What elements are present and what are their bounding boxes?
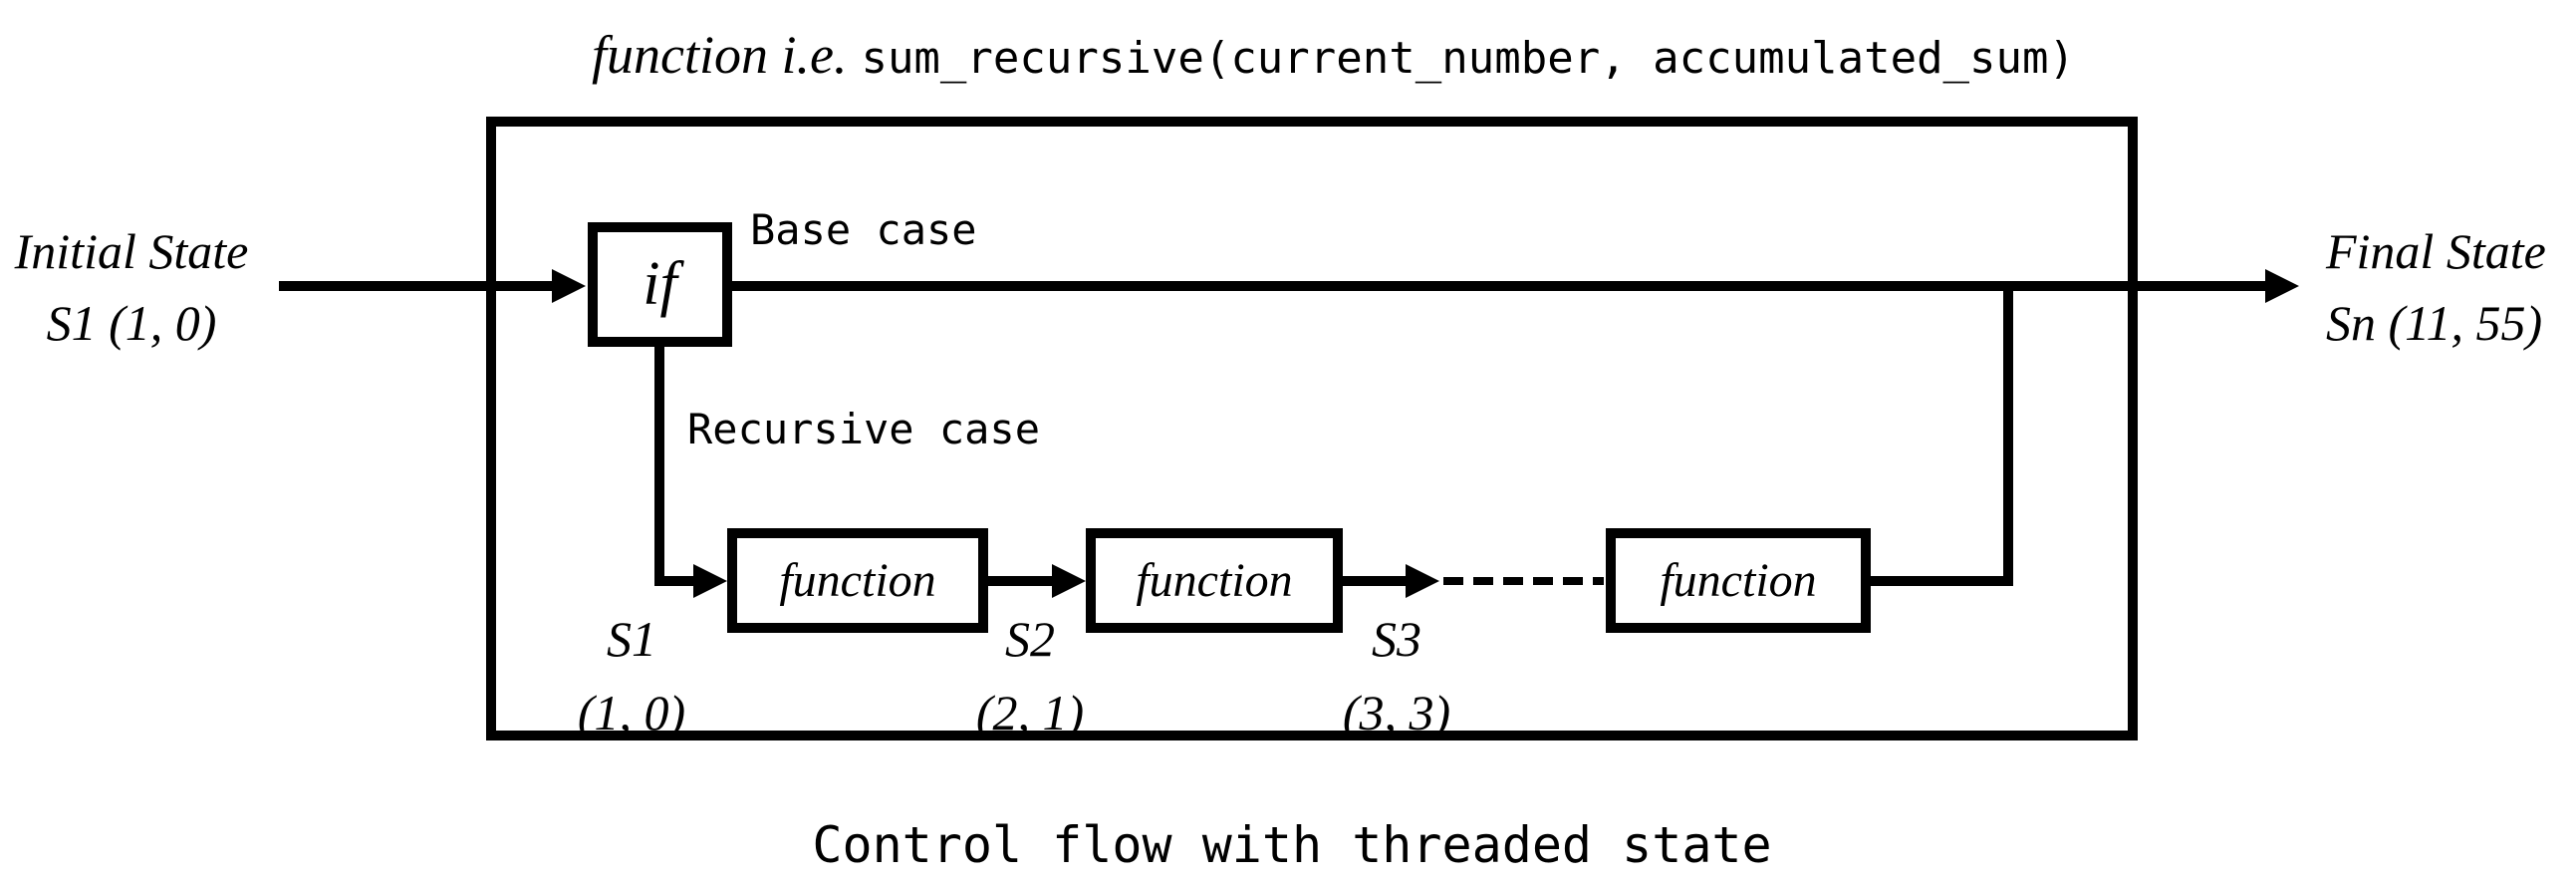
function-box-2: function <box>1086 528 1343 633</box>
arrow-1-2-head <box>1052 564 1086 598</box>
state-1-name: S1 <box>607 611 656 667</box>
base-case-label: Base case <box>750 205 977 254</box>
final-state-label: Final State Sn (11, 55) <box>2326 215 2576 359</box>
diagram-title: function i.e. sum_recursive(current_numb… <box>592 24 2075 86</box>
title-code: sum_recursive(current_number, accumulate… <box>861 33 2076 84</box>
state-label-2: S2 (2, 1) <box>950 602 1110 749</box>
final-arrow-head <box>2265 269 2299 303</box>
state-label-3: S3 (3, 3) <box>1317 602 1476 749</box>
if-box: if <box>588 222 732 347</box>
arrow-2-3-head <box>1406 564 1439 598</box>
return-line-riser <box>2003 281 2013 586</box>
function-box-3-label: function <box>1660 554 1817 607</box>
arrow-2-3-shaft <box>1343 576 1408 586</box>
final-state-line1: Final State <box>2326 223 2546 279</box>
state-label-1: S1 (1, 0) <box>552 602 711 749</box>
return-line-horizontal <box>1871 576 2013 586</box>
initial-state-line1: Initial State <box>14 223 249 279</box>
state-1-value: (1, 0) <box>577 685 686 740</box>
final-state-line2: Sn (11, 55) <box>2326 295 2543 351</box>
recursive-drop-line <box>654 346 664 586</box>
base-case-line <box>732 281 2267 291</box>
if-box-label: if <box>643 250 677 318</box>
arrow-1-2-shaft <box>988 576 1054 586</box>
initial-state-line2: S1 (1, 0) <box>46 295 217 351</box>
recursive-arrow-shaft <box>654 576 696 586</box>
recursive-arrow-head <box>693 564 727 598</box>
title-prefix: function i.e. <box>592 25 848 85</box>
function-box-3: function <box>1606 528 1871 633</box>
ellipsis-dashed-line <box>1443 577 1604 585</box>
outer-function-box <box>486 117 2138 740</box>
state-3-name: S3 <box>1372 611 1421 667</box>
initial-arrow-shaft <box>279 281 556 291</box>
initial-arrow-head <box>552 269 586 303</box>
function-box-2-label: function <box>1136 554 1293 607</box>
initial-state-label: Initial State S1 (1, 0) <box>0 215 263 359</box>
recursive-case-label: Recursive case <box>687 405 1041 453</box>
function-box-1: function <box>727 528 988 633</box>
diagram-caption: Control flow with threaded state <box>812 816 1772 874</box>
state-2-name: S2 <box>1005 611 1055 667</box>
state-3-value: (3, 3) <box>1342 685 1451 740</box>
function-box-1-label: function <box>779 554 936 607</box>
state-2-value: (2, 1) <box>975 685 1085 740</box>
